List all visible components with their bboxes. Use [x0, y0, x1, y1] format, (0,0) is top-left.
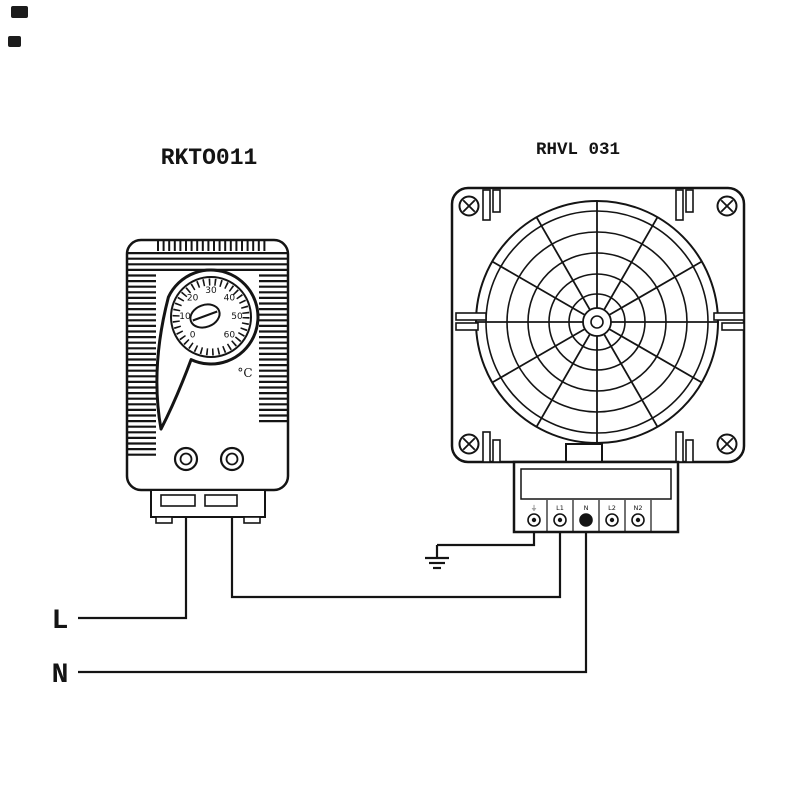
terminal-screw-center: [531, 517, 537, 523]
dial-label-10: 10: [179, 312, 191, 322]
dial-knob-slot: [192, 310, 218, 322]
guard-clip: [492, 439, 501, 463]
earth-ground-symbol: [425, 545, 449, 570]
dial-label-30: 30: [205, 286, 217, 296]
terminal-label-n: N: [584, 504, 589, 512]
dial-label-60: 60: [224, 330, 236, 340]
wire-line-l: [78, 517, 188, 620]
dial-label-40: 40: [224, 294, 236, 304]
fan-ring: [548, 273, 646, 371]
guard-clips: [455, 189, 745, 463]
heater-device: ⏚ L1 N L2 N2: [450, 186, 746, 534]
wire-earth: [437, 532, 536, 547]
wire-neutral: [78, 532, 588, 674]
fan-hub-center: [590, 315, 604, 329]
fan-ring: [568, 293, 626, 351]
guard-clip: [721, 322, 745, 331]
thermostat-dial: 0 10 20 30 40 50 60: [170, 276, 252, 358]
label-neutral: N: [52, 660, 69, 691]
terminal-dividers: [546, 500, 652, 532]
thermostat-base: [150, 489, 266, 524]
thermostat-foot: [155, 516, 173, 524]
fan-guard: [475, 200, 719, 444]
terminal-screw-center: [635, 517, 641, 523]
terminal-label-l1: L1: [556, 504, 564, 512]
fan-ring: [506, 231, 688, 413]
guard-clip: [455, 322, 479, 331]
terminal-label-l2: L2: [608, 504, 616, 512]
fan-spokes: [476, 201, 718, 443]
terminal-block-window: [520, 468, 672, 500]
dial-unit-label: °C: [237, 366, 252, 380]
corner-screw: [716, 433, 738, 455]
guard-clip: [685, 439, 694, 463]
thermostat-base-slot: [160, 494, 196, 507]
fan-rings: [475, 200, 719, 444]
terminal-label-earth: ⏚: [531, 504, 538, 512]
fan-ring: [485, 210, 709, 434]
thermostat-foot: [243, 516, 261, 524]
terminal-screw: [579, 513, 593, 527]
terminal-screw-center: [557, 517, 563, 523]
guard-clip: [492, 189, 501, 213]
thermostat-base-slot: [204, 494, 238, 507]
guard-clip: [455, 312, 487, 321]
thermostat-terminal-right-screw: [225, 452, 239, 466]
guard-clip: [685, 189, 694, 213]
guard-clip: [482, 189, 491, 221]
dial-label-50: 50: [231, 312, 243, 322]
wire-thermostat-to-heater: [230, 517, 562, 599]
dial-label-0: 0: [190, 330, 196, 340]
corner-screw: [458, 433, 480, 455]
scan-artifact: [11, 6, 28, 18]
scan-artifact: [8, 36, 21, 47]
corner-screw: [458, 195, 480, 217]
heater-title: RHVL 031: [536, 140, 620, 160]
guard-clip: [675, 189, 684, 221]
scan-artifacts: [8, 6, 28, 47]
corner-screw: [716, 195, 738, 217]
terminal-screw-center: [609, 517, 615, 523]
fan-hub: [582, 307, 612, 337]
label-line: L: [52, 606, 69, 637]
thermostat-terminals: [173, 446, 245, 472]
terminal-label-n2: N2: [634, 504, 643, 512]
guard-clip: [675, 431, 684, 463]
terminal-screws: [527, 513, 645, 527]
thermostat-terminal-left-screw: [179, 452, 193, 466]
thermostat-device: 0 10 20 30 40 50 60 °C: [125, 238, 290, 524]
dial-tick-ring: [172, 278, 250, 356]
dial-label-20: 20: [187, 294, 199, 304]
fan-ring: [527, 252, 667, 392]
wiring: [78, 517, 588, 674]
guard-clip: [482, 431, 491, 463]
cable-entry: [565, 443, 603, 463]
terminal-block: ⏚ L1 N L2 N2: [512, 460, 680, 534]
guard-clip: [713, 312, 745, 321]
thermostat-title: RKTO011: [161, 145, 258, 171]
corner-screws: [458, 195, 738, 455]
